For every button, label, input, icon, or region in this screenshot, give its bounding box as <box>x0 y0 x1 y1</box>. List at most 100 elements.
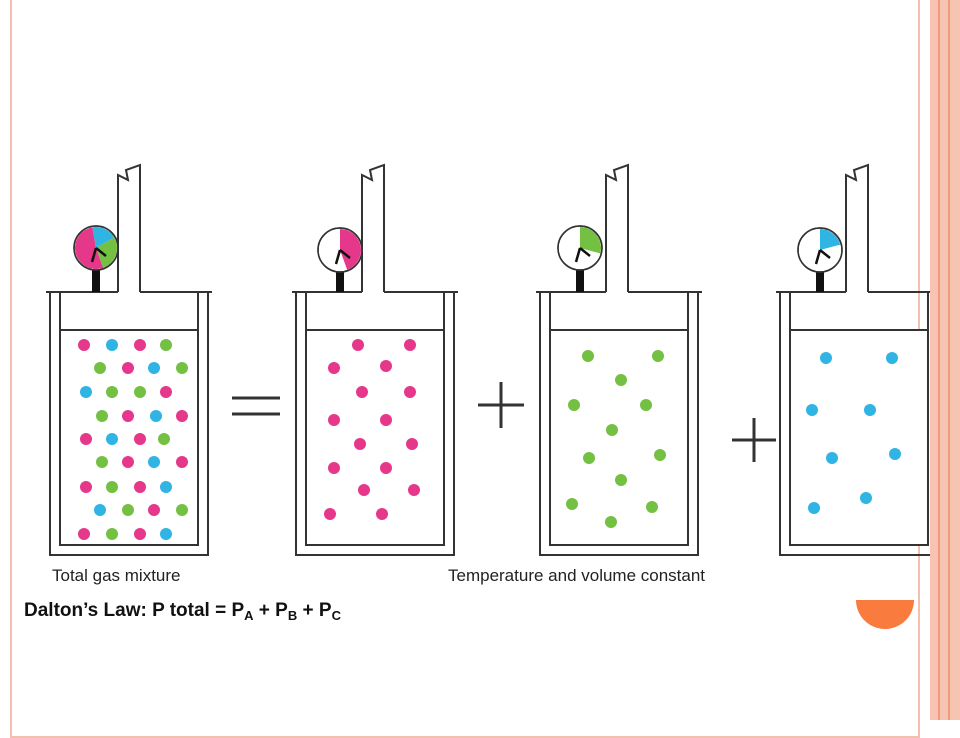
particle-pink <box>80 433 92 445</box>
gas-c-chimney <box>845 163 869 292</box>
particle-pink <box>176 410 188 422</box>
particle-pink <box>78 528 90 540</box>
caption-temperature-volume: Temperature and volume constant <box>448 566 706 585</box>
gauge-green-wedge <box>96 237 117 268</box>
particle-pink <box>122 410 134 422</box>
daltons-law-equation: Dalton’s Law: P total = PA + PB + PC <box>24 600 341 623</box>
gas-b-chimney <box>605 163 629 292</box>
particle-pink <box>404 386 416 398</box>
particle-pink <box>134 339 146 351</box>
particle-pink <box>380 414 392 426</box>
particle-pink <box>380 462 392 474</box>
particle-pink <box>404 339 416 351</box>
particle-pink <box>408 484 420 496</box>
particle-blue <box>889 448 901 460</box>
particle-blue <box>808 502 820 514</box>
gas-b-outer-wall <box>539 292 699 556</box>
particle-green <box>134 386 146 398</box>
law-sub-a: A <box>244 608 254 623</box>
particle-green <box>176 362 188 374</box>
particle-blue <box>106 339 118 351</box>
particle-green <box>176 504 188 516</box>
particle-green <box>582 350 594 362</box>
particle-blue <box>806 404 818 416</box>
gas-a-gauge-stem <box>336 270 344 292</box>
particle-green <box>566 498 578 510</box>
particle-blue <box>106 433 118 445</box>
mixture-gauge-rim <box>73 225 119 271</box>
gas-c-gauge-stem <box>816 270 824 292</box>
law-plus-1: + P <box>253 600 288 621</box>
particle-pink <box>406 438 418 450</box>
particle-pink <box>122 362 134 374</box>
equals-sign <box>232 396 280 416</box>
particle-blue <box>886 352 898 364</box>
gas-b-gauge-stem <box>576 268 584 292</box>
particle-blue <box>864 404 876 416</box>
law-sub-c: C <box>331 608 341 623</box>
particle-green <box>583 452 595 464</box>
gas-b-piston <box>536 291 702 330</box>
particle-pink <box>324 508 336 520</box>
caption-total-mixture: Total gas mixture <box>52 566 181 585</box>
mixture-outer-wall <box>49 292 209 556</box>
particle-blue <box>80 386 92 398</box>
particle-pink <box>134 433 146 445</box>
particle-pink <box>80 481 92 493</box>
gas-a-gauge-needle <box>334 249 351 265</box>
decorative-right-bar <box>930 0 960 720</box>
gas-a-piston <box>292 291 458 330</box>
gas-a-gauge-rim <box>317 227 363 273</box>
particle-pink <box>358 484 370 496</box>
particle-pink <box>160 386 172 398</box>
law-prefix: Dalton’s Law: P total = P <box>24 600 245 621</box>
gas-a-outer-wall <box>295 292 455 556</box>
gas-b-gauge-rim <box>557 225 603 271</box>
particle-pink <box>122 456 134 468</box>
particle-green <box>96 456 108 468</box>
decorative-line <box>938 0 940 720</box>
particle-pink <box>328 362 340 374</box>
mixture-piston <box>46 291 212 330</box>
particle-pink <box>356 386 368 398</box>
mixture-gauge-stem <box>92 268 100 292</box>
particle-pink <box>148 504 160 516</box>
particle-blue <box>860 492 872 504</box>
particle-green <box>96 410 108 422</box>
particle-pink <box>176 456 188 468</box>
particle-green <box>646 501 658 513</box>
particle-pink <box>376 508 388 520</box>
gas-c-gauge-needle <box>814 249 831 265</box>
gauge-pink-wedge <box>75 227 104 269</box>
particle-green <box>106 386 118 398</box>
particle-blue <box>150 410 162 422</box>
gauge-blue-wedge <box>92 227 115 248</box>
particle-green <box>122 504 134 516</box>
particle-pink <box>134 528 146 540</box>
particle-blue <box>160 481 172 493</box>
particle-pink <box>354 438 366 450</box>
particle-blue <box>820 352 832 364</box>
law-plus-2: + P <box>297 600 332 621</box>
decorative-orange-circle <box>856 600 914 658</box>
particle-blue <box>148 456 160 468</box>
particle-green <box>568 399 580 411</box>
mixture-chimney <box>117 163 141 292</box>
decorative-orange-fill <box>856 600 914 629</box>
gas-b-gauge-needle <box>574 247 591 263</box>
particle-green <box>158 433 170 445</box>
mixture-gauge-needle <box>90 247 107 263</box>
particle-pink <box>380 360 392 372</box>
particle-green <box>94 362 106 374</box>
particle-green <box>654 449 666 461</box>
decorative-line <box>948 0 950 720</box>
particle-pink <box>134 481 146 493</box>
gas-c-gauge-rim <box>797 227 843 273</box>
particle-blue <box>148 362 160 374</box>
gas-c-piston <box>776 291 930 330</box>
particle-pink <box>78 339 90 351</box>
law-sub-b: B <box>287 608 298 623</box>
particle-blue <box>826 452 838 464</box>
particle-blue <box>160 528 172 540</box>
particle-green <box>640 399 652 411</box>
